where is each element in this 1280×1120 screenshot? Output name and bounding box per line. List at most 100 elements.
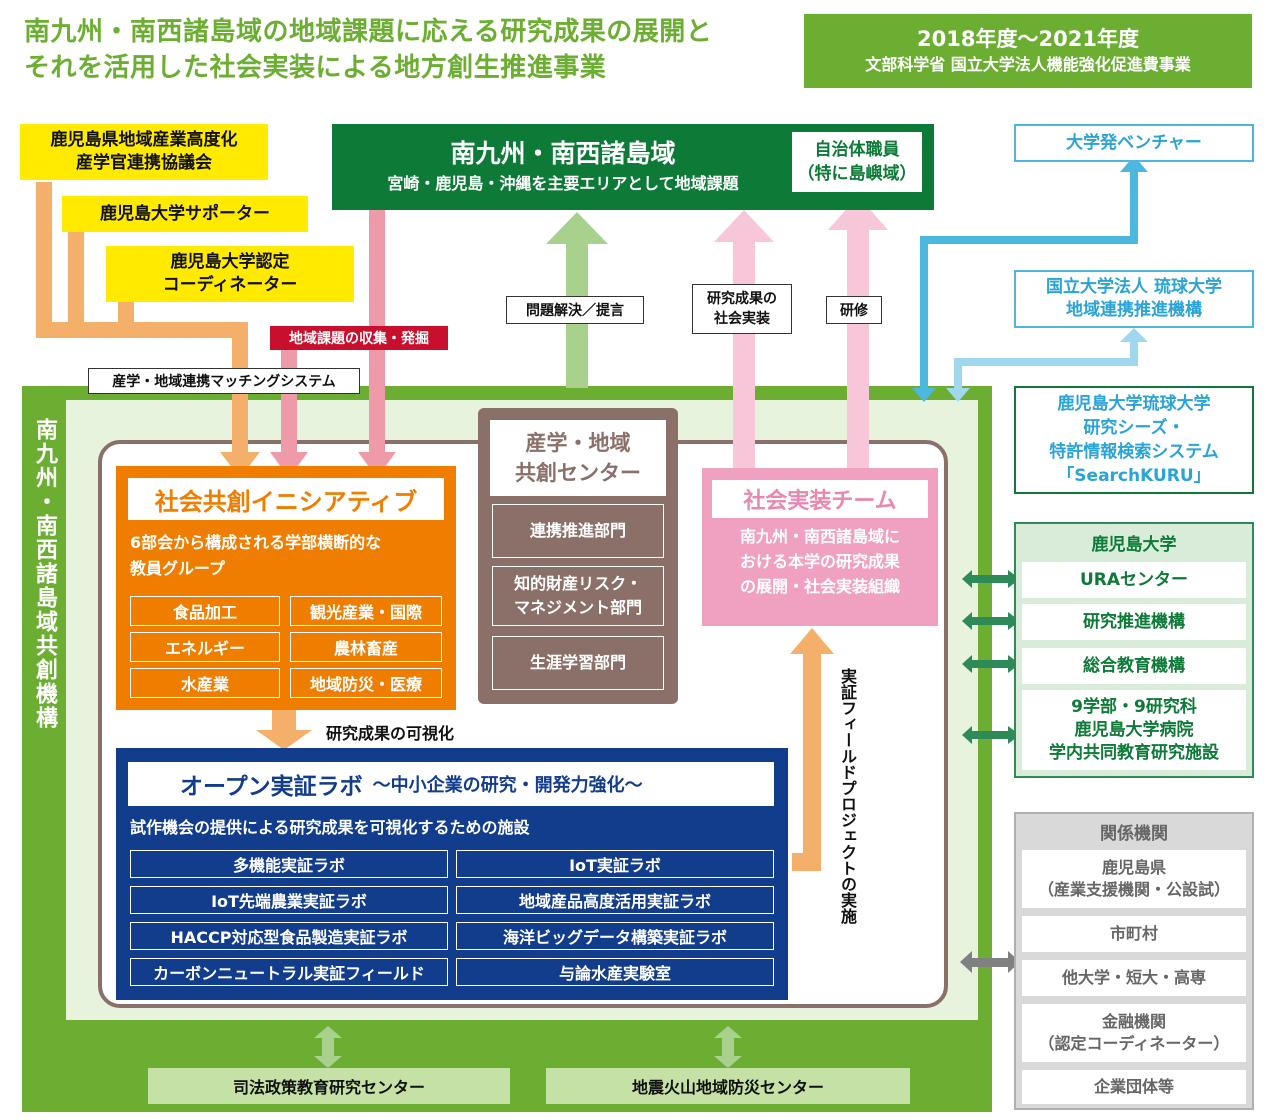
lab-box: オープン実証ラボ 〜中小企業の研究・開発力強化〜 試作機会の提供による研究成果を…	[116, 748, 788, 1000]
disaster-center-label: 地震火山地域防災センター	[631, 1078, 824, 1097]
initiative-desc-line1: 6部会から構成される学部横断的な	[130, 533, 382, 552]
team-desc-line1: 南九州・南西諸島域に	[739, 527, 900, 546]
judicial-center-label: 司法政策教育研究センター	[232, 1078, 425, 1097]
judicial-center-box: 司法政策教育研究センター	[148, 1068, 510, 1104]
related-item-companies: 企業団体等	[1022, 1070, 1246, 1104]
disaster-center-box: 地震火山地域防災センター	[546, 1068, 910, 1104]
team-description: 南九州・南西諸島域に おける本学の研究成果 の展開・社会実装組織	[702, 524, 938, 599]
officials-line1: 自治体職員	[814, 140, 900, 160]
group-food: 食品加工	[130, 596, 280, 626]
partner-flow-arrowhead	[220, 452, 260, 478]
facility-multi-label: 多機能実証ラボ	[232, 856, 345, 875]
facility-ocean-data: 海洋ビッグデータ構築実証ラボ	[456, 922, 774, 950]
related-item-prefecture: 鹿児島県 （産業支援機関・公設試）	[1022, 850, 1246, 908]
region-title: 南九州・南西諸島域	[450, 139, 676, 168]
dept-coordination-label: 連携推進部門	[529, 521, 626, 540]
related-header: 関係機関	[1016, 814, 1252, 848]
initiative-title: 社会共創イニシアティブ	[154, 487, 418, 516]
facility-carbon-neutral: カーボンニュートラル実証フィールド	[130, 958, 448, 986]
faculties-line1: 9学部・9研究科	[1071, 696, 1197, 717]
team-title: 社会実装チーム	[743, 489, 897, 514]
center-title-line2: 共創センター	[515, 461, 641, 485]
matching-tag: 産学・地域連携マッチングシステム	[88, 368, 360, 394]
region-subtitle: 宮崎・鹿児島・沖縄を主要エリアとして地域課題	[387, 174, 739, 193]
coordinator-line1: 鹿児島大学認定	[170, 252, 290, 272]
period-years: 2018年度〜2021年度	[917, 27, 1139, 51]
group-energy: エネルギー	[130, 632, 280, 662]
facility-iot-label: IoT実証ラボ	[569, 856, 661, 875]
search-system-box: 鹿児島大学琉球大学 研究シーズ・ 特許情報検索システム 「SearchKURU」	[1014, 386, 1254, 494]
initiative-title-box: 社会共創イニシアティブ	[128, 478, 444, 520]
organization-name-panel: 南九州・南西諸島域共創機構	[22, 386, 66, 762]
organization-name: 南九州・南西諸島域共創機構	[32, 418, 57, 730]
group-fisheries-label: 水産業	[180, 675, 229, 694]
search-line4: 「SearchKURU」	[1057, 466, 1211, 486]
implement-line1: 研究成果の	[707, 291, 777, 307]
field-project-label: 実証フィールドプロジェクトの実施	[838, 668, 857, 924]
research-org-item: 研究推進機構	[1022, 604, 1246, 640]
related-title: 関係機関	[1100, 823, 1168, 844]
group-tourism-label: 観光産業・国際	[309, 603, 422, 622]
lab-description: 試作機会の提供による研究成果を可視化するための施設	[130, 818, 530, 837]
group-fisheries: 水産業	[130, 668, 280, 698]
dept-ip-line1: 知的財産リスク・	[514, 574, 642, 593]
facility-haccp: HACCP対応型食品製造実証ラボ	[130, 922, 448, 950]
related-panel: 関係機関 鹿児島県 （産業支援機関・公設試） 市町村 他大学・短大・高専 金融機…	[1014, 812, 1254, 1110]
dept-ip-risk: 知的財産リスク・ マネジメント部門	[492, 566, 664, 626]
supporter-label: 鹿児島大学サポーター	[100, 203, 270, 224]
related-item-finance: 金融機関 （認定コーディネーター）	[1022, 1004, 1246, 1062]
education-org-item: 総合教育機構	[1022, 648, 1246, 684]
related-item-municipality: 市町村	[1022, 916, 1246, 952]
supporter-box: 鹿児島大学サポーター	[62, 196, 308, 232]
faculties-line3: 学内共同教育研究施設	[1049, 742, 1219, 763]
kagoshima-univ-panel: 鹿児島大学 URAセンター 研究推進機構 総合教育機構 9学部・9研究科 鹿児島…	[1014, 522, 1254, 778]
search-line2: 研究シーズ・	[1083, 418, 1185, 438]
officials-line2: （特に島嶼域）	[797, 164, 917, 184]
council-box: 鹿児島県地域産業高度化 産学官連携協議会	[20, 124, 268, 180]
facility-regional-products: 地域産品高度活用実証ラボ	[456, 886, 774, 914]
ura-center-label: URAセンター	[1079, 569, 1189, 590]
dept-ip-line2: マネジメント部門	[513, 598, 642, 617]
group-agriculture-label: 農林畜産	[333, 639, 398, 658]
dept-lifelong-label: 生涯学習部門	[529, 653, 626, 672]
center-box: 産学・地域 共創センター 連携推進部門 知的財産リスク・ マネジメント部門 生涯…	[478, 408, 678, 704]
ryukyu-box: 国立大学法人 琉球大学 地域連携推進機構	[1014, 270, 1254, 328]
coordinator-line2: コーディネーター	[162, 275, 298, 295]
facility-yoron: 与論水産実験室	[456, 958, 774, 986]
council-line2: 産学官連携協議会	[76, 153, 212, 173]
ryukyu-line1: 国立大学法人 琉球大学	[1046, 277, 1222, 297]
facility-iot: IoT実証ラボ	[456, 850, 774, 878]
team-desc-line3: の展開・社会実装組織	[739, 577, 900, 596]
faculties-line2: 鹿児島大学病院	[1074, 719, 1194, 740]
venture-box: 大学発ベンチャー	[1014, 124, 1254, 162]
facility-yoron-label: 与論水産実験室	[558, 964, 671, 983]
team-box: 社会実装チーム 南九州・南西諸島域に おける本学の研究成果 の展開・社会実装組織	[702, 468, 938, 626]
period-box: 2018年度〜2021年度 文部科学省 国立大学法人機能強化促進費事業	[804, 14, 1252, 88]
facility-ocean-data-label: 海洋ビッグデータ構築実証ラボ	[502, 928, 727, 947]
problem-tag: 問題解決／提言	[506, 296, 644, 324]
center-title-box: 産学・地域 共創センター	[490, 420, 666, 496]
group-energy-label: エネルギー	[164, 639, 245, 658]
group-agriculture: 農林畜産	[290, 632, 442, 662]
kagoshima-univ-header: 鹿児島大学	[1016, 524, 1252, 560]
finance-line1: 金融機関	[1101, 1012, 1166, 1031]
kagoshima-univ-title: 鹿児島大学	[1091, 534, 1177, 555]
group-tourism: 観光産業・国際	[290, 596, 442, 626]
facility-carbon-neutral-label: カーボンニュートラル実証フィールド	[153, 964, 425, 983]
council-line1: 鹿児島県地域産業高度化	[50, 130, 238, 150]
group-disaster-medical: 地域防災・医療	[290, 668, 442, 698]
page-title: 南九州・南西諸島域の地域課題に応える研究成果の展開と それを活用した社会実装によ…	[24, 14, 804, 86]
finance-line2: （認定コーディネーター）	[1038, 1034, 1230, 1053]
period-program: 文部科学省 国立大学法人機能強化促進費事業	[865, 55, 1191, 74]
officials-box: 自治体職員 （特に島嶼域）	[792, 132, 922, 192]
group-food-label: 食品加工	[172, 603, 237, 622]
problem-label: 問題解決／提言	[526, 303, 624, 319]
lab-title-box: オープン実証ラボ 〜中小企業の研究・開発力強化〜	[128, 762, 774, 806]
facility-iot-agri: IoT先端農業実証ラボ	[130, 886, 448, 914]
lab-title: オープン実証ラボ	[180, 774, 363, 800]
implement-tag: 研究成果の 社会実装	[692, 284, 792, 334]
prefecture-line2: （産業支援機関・公設試）	[1037, 880, 1230, 899]
facility-regional-products-label: 地域産品高度活用実証ラボ	[518, 892, 711, 911]
page-title-line1: 南九州・南西諸島域の地域課題に応える研究成果の展開と	[24, 17, 713, 47]
partner-flow-arrows	[36, 182, 248, 458]
